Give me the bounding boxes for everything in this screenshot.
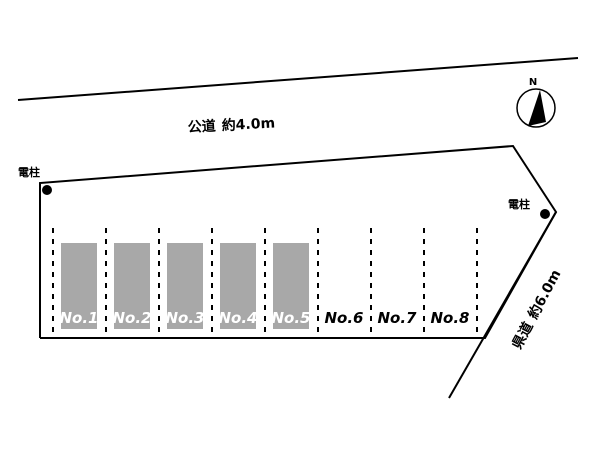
parking-slot-label: No.6	[325, 309, 364, 327]
parking-slot-label: No.5	[272, 309, 311, 327]
lot-boundary	[39, 144, 558, 339]
parking-slot-label: No.7	[378, 309, 418, 327]
parked-car-block	[273, 243, 309, 329]
north-arrow-icon: N	[516, 77, 556, 128]
parking-slot-label: No.1	[60, 309, 99, 327]
utility-pole-label-left: 電柱	[18, 165, 40, 179]
prefectural-road-edge	[448, 211, 557, 399]
parking-slots: No.1 No.2 No.3 No.4 No.5 No.6 No.7 No.8	[52, 228, 478, 332]
parking-slot-label: No.8	[431, 309, 470, 327]
parking-slot-label: No.2	[113, 309, 152, 327]
north-label: N	[529, 77, 537, 88]
parked-car-block	[167, 243, 203, 329]
parked-car-block	[61, 243, 97, 329]
parking-slot-label: No.4	[219, 309, 258, 327]
parked-car-block	[114, 243, 150, 329]
public-road-edge	[17, 57, 579, 101]
parked-car-block	[220, 243, 256, 329]
parking-slot-label: No.3	[166, 309, 205, 327]
utility-pole-right	[540, 209, 550, 219]
utility-pole-label-right: 電柱	[508, 197, 530, 211]
public-road-label: 公道約4.0m	[187, 114, 275, 136]
utility-pole-left	[42, 185, 52, 195]
